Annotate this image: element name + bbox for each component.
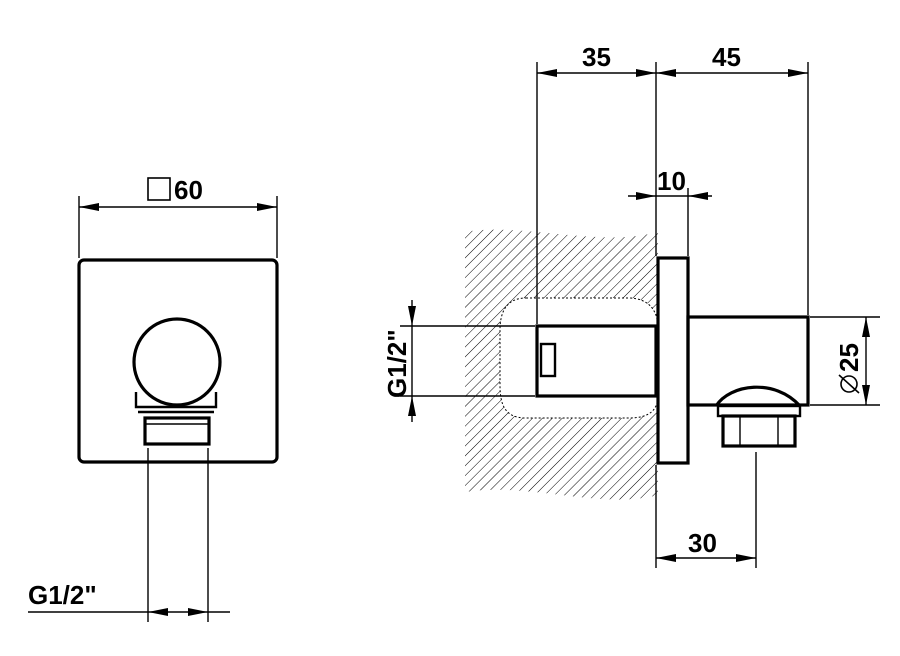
width-label: 60 — [174, 175, 203, 205]
projection-label: 45 — [712, 42, 741, 72]
side-view: 35 45 10 30 — [382, 42, 880, 568]
diameter-label: 25 — [834, 343, 864, 372]
outlet-offset-label: 30 — [688, 528, 717, 558]
side-flange — [656, 256, 690, 465]
side-inner-body — [535, 324, 658, 398]
side-thread-dimension: G1/2" — [382, 300, 535, 422]
front-outlet-nut — [134, 392, 218, 446]
width-dimension: 60 — [78, 175, 278, 258]
front-view: 60 G1/2" — [28, 175, 279, 622]
side-outer-body — [686, 315, 810, 407]
diameter-symbol-icon — [840, 375, 858, 393]
flange-dimension: 10 — [628, 166, 712, 256]
side-thread-label: G1/2" — [382, 329, 412, 398]
front-thread-label: G1/2" — [28, 580, 97, 610]
diameter-dimension: 25 — [810, 316, 880, 406]
front-thread-dimension: G1/2" — [28, 448, 230, 622]
outlet-offset-dimension: 30 — [655, 452, 757, 568]
front-plate — [77, 258, 279, 464]
square-symbol-icon — [147, 177, 171, 201]
side-outlet-nut — [714, 385, 802, 448]
depth-label: 35 — [582, 42, 611, 72]
flange-label: 10 — [657, 166, 686, 196]
projection-dimension: 45 — [656, 42, 809, 315]
front-round-body — [132, 317, 222, 407]
depth-dimension: 35 — [536, 42, 657, 324]
wall-cavity — [499, 297, 659, 419]
